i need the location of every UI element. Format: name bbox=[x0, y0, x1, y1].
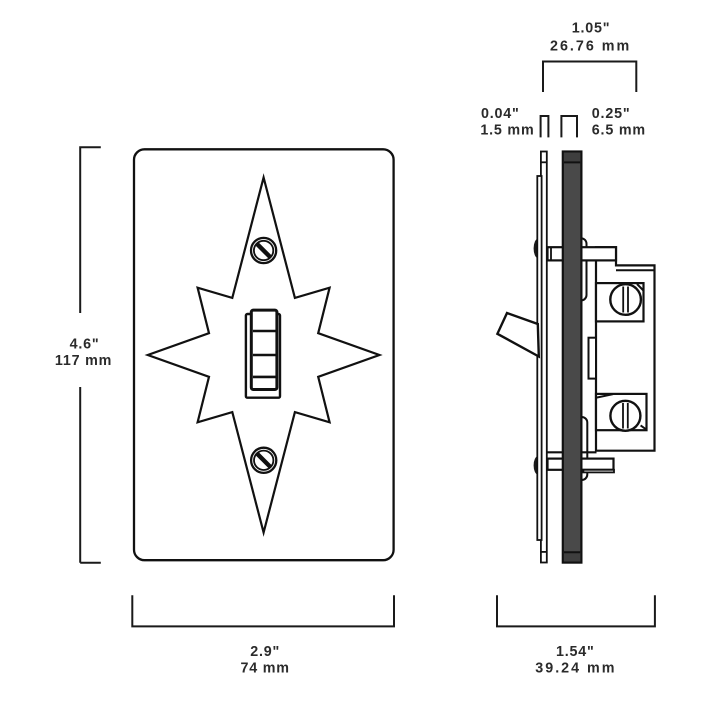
svg-text:4.6": 4.6" bbox=[70, 336, 100, 352]
svg-text:0.25": 0.25" bbox=[592, 106, 631, 122]
svg-text:1.05": 1.05" bbox=[572, 20, 611, 36]
svg-text:0.04": 0.04" bbox=[481, 106, 520, 122]
svg-text:26.76 mm: 26.76 mm bbox=[550, 38, 631, 54]
svg-text:2.9": 2.9" bbox=[250, 644, 280, 660]
svg-text:39.24 mm: 39.24 mm bbox=[535, 660, 616, 676]
svg-text:1.54": 1.54" bbox=[556, 644, 595, 660]
svg-text:117 mm: 117 mm bbox=[55, 353, 112, 369]
svg-text:1.5 mm: 1.5 mm bbox=[480, 122, 534, 138]
svg-text:74 mm: 74 mm bbox=[240, 660, 289, 676]
svg-text:6.5 mm: 6.5 mm bbox=[592, 122, 646, 138]
